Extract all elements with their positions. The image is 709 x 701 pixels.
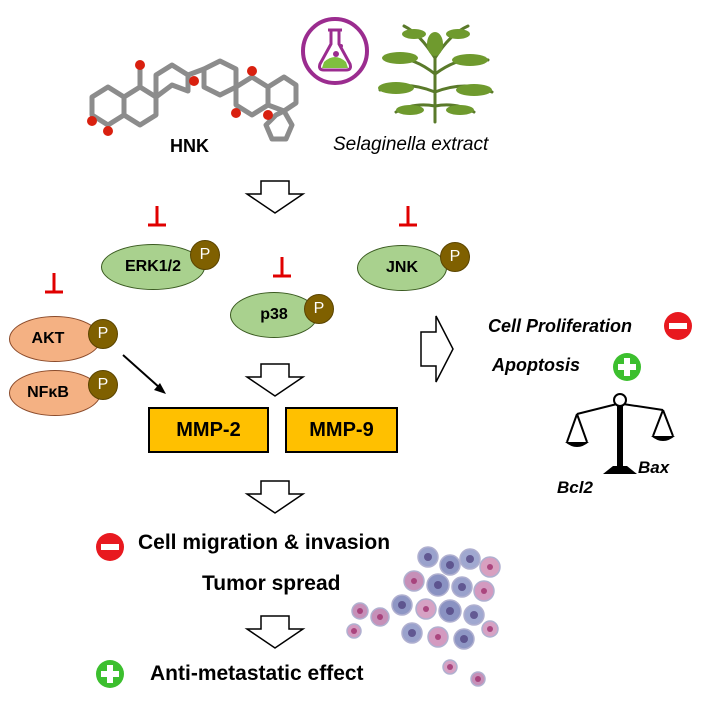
phospho-label: P [97,376,109,393]
mmp2-label: MMP-2 [176,418,241,441]
inhibit-erk-icon [148,206,166,227]
phospho-label: P [449,248,461,265]
minus-badge-icon [96,533,124,561]
balance-scale-icon [565,393,675,474]
erk-phospho-badge: P [190,240,220,270]
right-arrow [420,315,454,383]
cell-proliferation-label: Cell Proliferation [488,316,633,336]
nfkb-node: NFκB [9,370,101,416]
jnk-node: JNK [357,245,447,291]
akt-node: AKT [9,316,101,362]
mmp2-box: MMP-2 [148,407,269,453]
p38-label: p38 [260,306,288,323]
p38-phospho-badge: P [304,294,334,324]
plus-badge-icon [96,660,124,688]
apoptosis-label: Apoptosis [492,355,580,375]
jnk-phospho-badge: P [440,242,470,272]
down-arrow-2 [244,363,306,397]
down-arrow-3 [244,480,306,514]
inhibit-jnk-icon [399,206,417,227]
mmp9-box: MMP-9 [285,407,398,453]
bax-label: Bax [638,458,670,477]
selaginella-plant-icon [378,24,494,124]
erk-node: ERK1/2 [101,244,205,290]
inhibit-p38-icon [273,257,291,278]
plus-badge-icon [613,353,641,381]
phospho-label: P [97,325,109,342]
hnk-label: HNK [170,136,209,156]
tumor-spread-label: Tumor spread [202,572,341,595]
phospho-label: P [313,300,325,317]
phospho-label: P [199,246,211,263]
akt-to-mmp-arrow [122,354,166,394]
akt-label: AKT [31,330,65,347]
anti-metastatic-label: Anti-metastatic effect [150,662,364,685]
jnk-label: JNK [385,259,418,276]
bcl2-label: Bcl2 [557,478,593,497]
down-arrow-1 [244,180,306,214]
nfkb-phospho-badge: P [88,370,118,400]
selaginella-extract-label: Selaginella extract [333,134,489,155]
erk-label: ERK1/2 [124,258,182,275]
akt-phospho-badge: P [88,319,118,349]
hnk-molecule-image [87,58,299,142]
inhibit-akt-icon [45,273,63,294]
mmp9-label: MMP-9 [309,418,374,441]
migration-invasion-label: Cell migration & invasion [138,531,391,554]
flask-icon [301,17,369,85]
down-arrow-4 [244,615,306,649]
nfkb-label: NFκB [27,384,69,401]
minus-badge-icon [664,312,692,340]
tumor-cells-image [346,546,501,687]
